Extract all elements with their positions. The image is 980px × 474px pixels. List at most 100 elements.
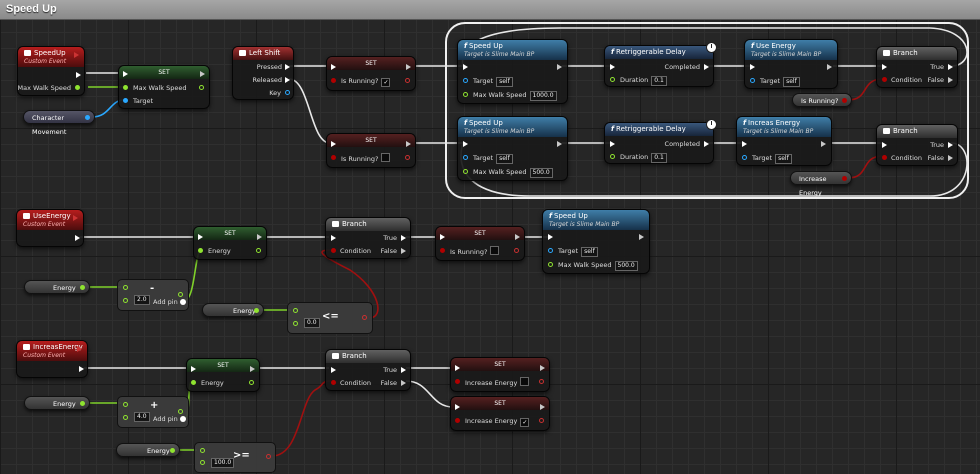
energy-variable[interactable]: Energy [202, 303, 264, 317]
float-in-pin[interactable] [123, 402, 128, 407]
exec-out-pin[interactable] [257, 234, 262, 240]
float-in-pin[interactable] [200, 448, 205, 453]
exec-in-pin[interactable] [440, 234, 445, 240]
exec-in-pin[interactable] [742, 141, 747, 147]
bool-in-pin[interactable] [331, 78, 336, 83]
bool-out-pin[interactable] [539, 418, 544, 423]
is-running-variable[interactable]: Is Running? [792, 93, 852, 107]
exec-out-pin[interactable] [540, 365, 545, 371]
set-increase-energy-true-node[interactable]: SET Increase Energy✓ [450, 396, 550, 431]
set-energy-node[interactable]: SET Energy [186, 358, 260, 392]
float-out-pin[interactable] [75, 85, 80, 90]
exec-in-pin[interactable] [331, 141, 336, 147]
duration-input[interactable]: 0.1 [651, 153, 667, 163]
false-exec-pin[interactable] [401, 380, 406, 386]
float-out-pin[interactable] [178, 409, 183, 414]
exec-in-pin[interactable] [123, 71, 128, 77]
exec-in-pin[interactable] [882, 64, 887, 70]
max-walk-speed-input[interactable]: 1000.0 [529, 91, 557, 101]
float-in-pin[interactable] [548, 262, 553, 267]
exec-out-pin[interactable] [540, 404, 545, 410]
target-pin[interactable] [548, 248, 553, 253]
exec-out-pin[interactable] [557, 64, 562, 70]
target-pin[interactable] [463, 78, 468, 83]
completed-exec-pin[interactable] [704, 141, 709, 147]
exec-out-pin[interactable] [557, 141, 562, 147]
exec-in-pin[interactable] [455, 365, 460, 371]
is-running-checkbox[interactable]: ✓ [381, 78, 391, 87]
exec-in-pin[interactable] [750, 64, 755, 70]
bool-out-pin[interactable] [842, 98, 847, 103]
exec-in-pin[interactable] [463, 64, 468, 70]
bool-out-pin[interactable] [539, 379, 544, 384]
exec-out-pin[interactable] [406, 64, 411, 70]
exec-in-pin[interactable] [198, 234, 203, 240]
true-exec-pin[interactable] [401, 367, 406, 373]
less-equal-node[interactable]: 0.0 <= [287, 302, 373, 334]
compare-value-input[interactable]: 0.0 [304, 318, 320, 328]
exec-in-pin[interactable] [331, 64, 336, 70]
energy-variable[interactable]: Energy [116, 443, 180, 457]
key-out-pin[interactable] [285, 90, 290, 95]
subtract-value-input[interactable]: 2.0 [134, 295, 150, 305]
exec-out-pin[interactable] [515, 234, 520, 240]
condition-pin[interactable] [331, 248, 336, 253]
delegate-pin[interactable] [73, 215, 78, 221]
bool-out-pin[interactable] [514, 248, 519, 253]
condition-pin[interactable] [882, 155, 887, 160]
exec-out-pin[interactable] [406, 141, 411, 147]
object-in-pin[interactable] [123, 98, 128, 103]
exec-out-pin[interactable] [200, 71, 205, 77]
exec-in-pin[interactable] [882, 142, 887, 148]
float-in-pin[interactable] [200, 460, 205, 465]
exec-in-pin[interactable] [548, 234, 553, 240]
set-is-running-node[interactable]: SET Is Running? [435, 226, 525, 261]
bool-in-pin[interactable] [455, 379, 460, 384]
delegate-pin[interactable] [74, 52, 79, 58]
float-in-pin[interactable] [191, 380, 196, 385]
float-in-pin[interactable] [293, 308, 298, 313]
add-pin-button[interactable]: Add pin [153, 415, 186, 423]
bool-out-pin[interactable] [842, 176, 847, 181]
set-is-running-false-node[interactable]: SET Is Running? [326, 133, 416, 168]
exec-in-pin[interactable] [331, 235, 336, 241]
target-pin[interactable] [742, 155, 747, 160]
is-running-checkbox[interactable] [381, 153, 391, 162]
exec-in-pin[interactable] [610, 141, 615, 147]
left-shift-node[interactable]: Left Shift Pressed Released Key [232, 46, 294, 100]
duration-input[interactable]: 0.1 [651, 76, 667, 86]
condition-pin[interactable] [331, 380, 336, 385]
false-exec-pin[interactable] [948, 155, 953, 161]
target-pin[interactable] [750, 78, 755, 83]
true-exec-pin[interactable] [401, 235, 406, 241]
object-out-pin[interactable] [85, 115, 90, 120]
increase-energy-checkbox[interactable]: ✓ [520, 418, 530, 427]
float-in-pin[interactable] [123, 298, 128, 303]
subtract-node[interactable]: 2.0 - Add pin [117, 279, 189, 311]
float-in-pin[interactable] [123, 285, 128, 290]
bool-out-pin[interactable] [405, 78, 410, 83]
float-out-pin[interactable] [254, 308, 259, 313]
target-pin[interactable] [463, 155, 468, 160]
delegate-pin[interactable] [77, 346, 82, 352]
exec-in-pin[interactable] [455, 404, 460, 410]
comment-box[interactable] [445, 22, 969, 199]
set-energy-node[interactable]: SET Energy [193, 226, 267, 260]
bool-out-pin[interactable] [362, 315, 367, 320]
bool-in-pin[interactable] [331, 155, 336, 160]
max-walk-speed-input[interactable]: 500.0 [529, 168, 553, 178]
exec-out-pin[interactable] [821, 141, 826, 147]
add-node[interactable]: 4.0 + Add pin [117, 396, 189, 428]
float-in-pin[interactable] [123, 85, 128, 90]
